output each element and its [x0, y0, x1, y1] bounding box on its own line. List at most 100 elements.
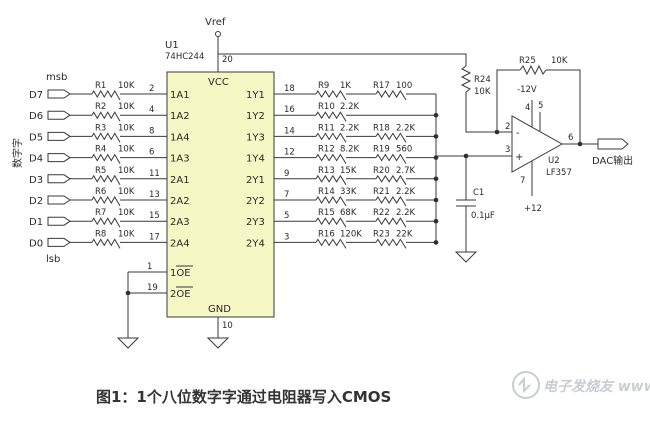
- ladder-resistor-b-value: 560: [396, 145, 412, 155]
- input-port-label: D2: [29, 196, 43, 207]
- ladder-resistor-a-value: 15K: [340, 166, 357, 176]
- input-resistor-ref: R1: [95, 81, 106, 91]
- input-resistor-value: 10K: [118, 187, 135, 197]
- chip-pin-number: 3: [284, 232, 289, 242]
- input-port-connector: [47, 195, 71, 205]
- input-port-connector: [47, 174, 71, 184]
- chip-output-pin-name: 2Y2: [246, 196, 265, 207]
- input-resistor-value: 10K: [118, 123, 135, 133]
- r25-value: 10K: [551, 56, 568, 66]
- chip-output-pin-name: 1Y2: [246, 111, 265, 122]
- u2-part: LF357: [546, 168, 572, 178]
- input-resistor: [91, 132, 121, 143]
- input-resistor-ref: R8: [95, 229, 106, 239]
- ladder-resistor-b: [375, 238, 407, 249]
- chip-pin-number: 16: [284, 105, 295, 115]
- ladder-resistor-b-ref: R18: [373, 123, 390, 133]
- input-port-label: D4: [29, 154, 43, 165]
- chip-pin-number: 4: [149, 105, 154, 115]
- input-resistor: [91, 196, 121, 207]
- feedback-right-wire: [546, 69, 581, 144]
- ladder-resistor-a: [315, 238, 347, 249]
- input-resistor-value: 10K: [118, 166, 135, 176]
- input-resistor-value: 10K: [118, 145, 135, 155]
- input-resistor: [91, 238, 121, 249]
- c1-ref: C1: [473, 188, 484, 198]
- chip-output-pin-name: 2Y1: [246, 175, 265, 186]
- opamp-vneg-label: -12V: [517, 85, 537, 95]
- chip-input-pin-name: 2A4: [170, 238, 190, 249]
- input-resistor-ref: R6: [95, 187, 106, 197]
- ladder-resistor-a-value: 120K: [340, 229, 362, 239]
- c1-capacitor: [456, 199, 476, 207]
- input-port-label: D0: [29, 238, 43, 249]
- gnd-pin-num: 10: [222, 321, 233, 331]
- chip-input-pin-name: 1A3: [170, 154, 190, 165]
- ladder-resistor-a-ref: R10: [318, 102, 335, 112]
- chip-output-pin-name: 2Y3: [246, 217, 265, 228]
- ladder-resistor-a: [315, 217, 347, 228]
- chip-pin-number: 2: [149, 84, 154, 94]
- digital-word-label: 数字字: [11, 138, 24, 168]
- input-port-connector: [47, 237, 71, 247]
- feedback-left-wire: [496, 69, 520, 132]
- ladder-resistor-a-value: 8.2K: [340, 145, 360, 155]
- input-resistor: [91, 90, 121, 101]
- cap-ground-symbol: [454, 251, 478, 263]
- ladder-resistor-a-value: 2.2K: [340, 123, 360, 133]
- ladder-resistor-a-ref: R9: [318, 81, 329, 91]
- ladder-resistor-a: [315, 90, 347, 101]
- ladder-resistor-b-value: 22K: [396, 229, 413, 239]
- ladder-resistor-a: [315, 153, 347, 164]
- chip-enable-pin-name: 1OE: [170, 268, 191, 279]
- dac-output-port: [597, 138, 629, 150]
- ladder-resistor-a-value: 33K: [340, 187, 357, 197]
- watermark-logo: 电子发烧友 www.elecfans.com: [512, 371, 650, 399]
- chip-enable-pin-name: 2OE: [170, 289, 191, 300]
- chip-input-pin-name: 1A1: [170, 90, 190, 101]
- input-resistor: [91, 174, 121, 186]
- chip-input-pin-name: 2A3: [170, 217, 190, 228]
- watermark-text: 电子发烧友 www.elecfans.com: [543, 378, 650, 395]
- msb-label: msb: [46, 72, 67, 83]
- opamp-pin-out: 6: [568, 133, 573, 143]
- opamp-pin-4: 4: [525, 103, 530, 113]
- chip-pin-number: 13: [149, 190, 160, 200]
- input-resistor-ref: R5: [95, 166, 106, 176]
- chip-output-pin-name: 2Y4: [246, 238, 265, 249]
- ladder-resistor-a-ref: R16: [318, 229, 335, 239]
- vcc-pin-num: 20: [222, 55, 233, 65]
- chip-pin-number: 18: [284, 84, 295, 94]
- ladder-resistor-b-value: 100: [396, 81, 412, 91]
- vref-terminal: [215, 31, 221, 37]
- ladder-resistor-a: [315, 174, 347, 186]
- u1-ref: U1: [165, 40, 179, 51]
- input-port-connector: [47, 89, 71, 99]
- opamp-plus-sign: +: [515, 152, 523, 163]
- vref-bus-wire: [218, 53, 467, 66]
- chip-pin-number: 7: [284, 190, 289, 200]
- input-resistor-ref: R3: [95, 123, 106, 133]
- ladder-resistor-b: [375, 132, 407, 143]
- input-port-label: D6: [29, 111, 43, 122]
- ladder-resistor-a-ref: R14: [318, 187, 335, 197]
- u2-ref: U2: [548, 156, 560, 166]
- ladder-resistor-b-ref: R22: [373, 208, 390, 218]
- input-resistor: [91, 217, 121, 228]
- dac-output-label: DAC输出: [592, 154, 633, 167]
